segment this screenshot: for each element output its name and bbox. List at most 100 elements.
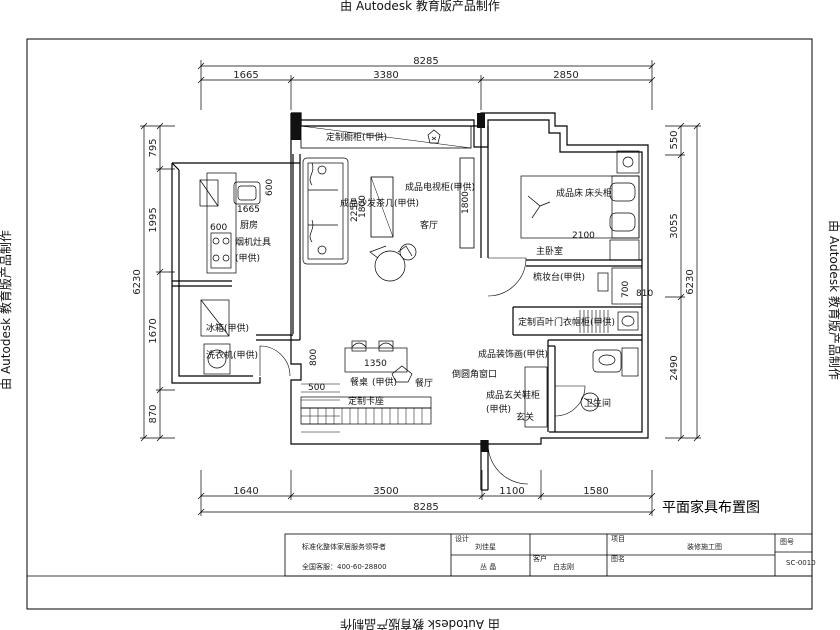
dresser-stool xyxy=(597,272,609,292)
top-dimension-2: 3380 xyxy=(373,70,398,81)
fridge-label: 冰箱(甲供) xyxy=(206,322,249,334)
drafter-name: 丛 晶 xyxy=(480,562,496,571)
column xyxy=(477,113,485,128)
coffee-table-shape xyxy=(370,176,394,238)
drawing-number: SC-0010 xyxy=(786,559,816,567)
bottom-total-dimension: 8285 xyxy=(413,502,438,513)
range-hood-label: 烟机灶具 xyxy=(235,236,271,248)
custom-cabinet-label: 定制橱柜(甲供) xyxy=(326,131,387,143)
column xyxy=(481,440,488,452)
dim-1665-kitchen: 1665 xyxy=(237,205,260,215)
entrance-door xyxy=(487,443,529,485)
dining-room-label: 餐厅 xyxy=(415,377,433,389)
left-dimension-1: 795 xyxy=(148,138,159,157)
right-total-dimension: 6230 xyxy=(685,269,696,294)
dim-700: 700 xyxy=(621,281,631,298)
bed-label: 成品床 xyxy=(556,187,583,199)
bathroom-fixtures xyxy=(580,311,639,412)
right-dimension-2: 3055 xyxy=(669,213,680,238)
washer-label: 洗衣机(甲供) xyxy=(206,349,258,361)
right-dimension-3: 2490 xyxy=(669,355,680,380)
designer-label: 设计 xyxy=(455,534,469,543)
bottom-dimension-3: 1100 xyxy=(499,486,524,497)
bottom-dimension-1: 1640 xyxy=(233,486,258,497)
dresser-shape xyxy=(611,267,643,305)
left-dimension-4: 870 xyxy=(148,404,159,423)
booth-stairs xyxy=(301,383,340,433)
watermark-left: 由 Autodesk 教育版产品制作 xyxy=(0,230,13,390)
client-label: 客户 xyxy=(533,554,547,563)
master-bedroom-label: 主卧室 xyxy=(536,245,563,257)
dim-500-booth: 500 xyxy=(308,383,325,393)
bottom-dimensions xyxy=(197,470,656,516)
kitchen-label: 厨房 xyxy=(240,219,258,231)
project-label: 项目 xyxy=(611,535,625,543)
tv-cabinet-label: 成品电视柜(甲供) xyxy=(405,181,475,193)
decor-cabinet-label: 成品装饰画(甲供) xyxy=(478,348,548,360)
left-dimension-2: 1995 xyxy=(148,207,159,232)
sofa-table-label: 成品沙发茶几(甲供) xyxy=(340,197,419,209)
watermark-bottom: 由 Autodesk 教育版产品制作 xyxy=(340,617,500,630)
client-name: 白志刚 xyxy=(553,562,574,571)
wardrobe-label: 定制百叶门衣帽柜(甲供) xyxy=(518,316,615,328)
bathroom-door xyxy=(554,385,586,417)
kitchen-door xyxy=(259,345,291,377)
bedroom-door xyxy=(487,257,527,297)
dim-600-kitchen-side: 600 xyxy=(210,223,227,233)
range-hood-supplied-label: (甲供) xyxy=(235,252,260,264)
top-dimension-3: 2850 xyxy=(553,70,578,81)
right-dimension-1: 550 xyxy=(669,130,680,149)
entrance-label: 玄关 xyxy=(516,411,534,423)
sheet-border xyxy=(26,38,813,610)
wardrobe-shape xyxy=(579,310,609,333)
nightstand-label: 床头柜 xyxy=(585,187,612,199)
left-dimension-3: 1670 xyxy=(148,318,159,343)
company-slogan: 标准化整体家居服务领导者 xyxy=(302,542,386,551)
plant-icon xyxy=(427,129,441,144)
walls xyxy=(171,112,649,491)
right-dimensions xyxy=(665,122,701,442)
living-room-label: 客厅 xyxy=(420,219,438,231)
dining-set-shape xyxy=(344,340,413,383)
watermark-right: 由 Autodesk 教育版产品制作 xyxy=(827,220,840,380)
drawing-type: 装修施工图 xyxy=(687,542,722,551)
title-block xyxy=(27,533,813,577)
tv-cabinet-shape xyxy=(459,157,475,249)
shoe-cabinet-label: 成品玄关鞋柜 xyxy=(486,389,540,401)
drawing-number-label: 图号 xyxy=(780,538,794,546)
drawing-type-label: 图名 xyxy=(611,554,625,563)
hotline: 全国客服：400-60-28800 xyxy=(302,562,387,571)
dresser-label: 梳妆台(甲供) xyxy=(533,271,585,283)
watermark-top: 由 Autodesk 教育版产品制作 xyxy=(340,0,500,13)
top-dimensions xyxy=(197,60,656,110)
custom-booth-label: 定制卡座 xyxy=(348,395,384,407)
dim-1800-tv: 1800 xyxy=(461,191,471,214)
dim-800-dining: 800 xyxy=(309,349,319,366)
dim-1350-dining: 1350 xyxy=(364,359,387,369)
appliance-fixtures xyxy=(200,299,231,375)
kitchen-fixtures xyxy=(199,172,261,274)
dim-1800-living: 1800 xyxy=(358,195,368,218)
dim-2250: 2250 xyxy=(350,199,360,222)
left-total-dimension: 6230 xyxy=(132,269,143,294)
bottom-dimension-2: 3500 xyxy=(373,486,398,497)
top-total-dimension: 8285 xyxy=(413,56,438,67)
designer-name: 刘佳星 xyxy=(475,542,496,551)
bed-shape xyxy=(520,150,640,261)
booth-hatching xyxy=(309,408,423,424)
dim-2100: 2100 xyxy=(572,231,595,241)
shoe-cabinet-shape xyxy=(524,366,548,428)
column xyxy=(291,113,301,140)
bottom-dimension-4: 1580 xyxy=(583,486,608,497)
dim-600-kitchen: 600 xyxy=(265,179,275,196)
left-dimensions xyxy=(140,122,175,442)
dining-supplied-label: (甲供) xyxy=(372,376,397,388)
top-dimension-1: 1665 xyxy=(233,70,258,81)
bathroom-label: 卫生间 xyxy=(584,397,611,409)
sofa-shape xyxy=(302,157,349,265)
shoe-cabinet-supplied-label: (甲供) xyxy=(486,403,511,415)
custom-cabinet-shape xyxy=(300,125,472,149)
round-corner-window-label: 倒圆角窗口 xyxy=(452,368,497,380)
dim-810: 810 xyxy=(636,289,653,299)
